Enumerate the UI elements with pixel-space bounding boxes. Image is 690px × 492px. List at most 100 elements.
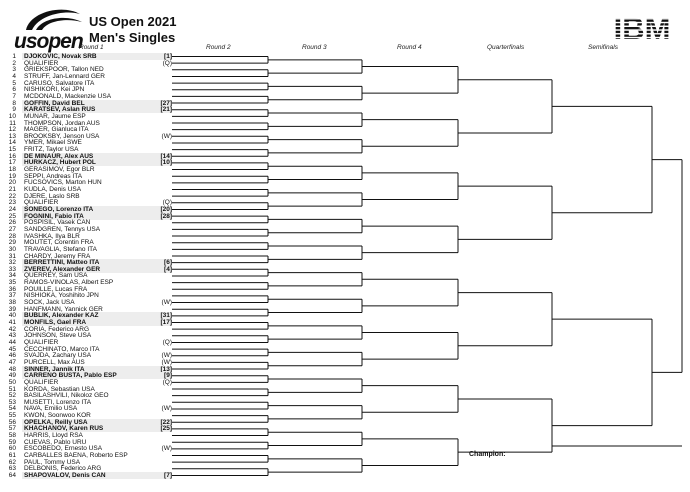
player-seed: [20]: [160, 205, 172, 213]
player-name: SOCK, Jack USA: [24, 299, 75, 307]
player-name: PURCELL, Max AUS: [24, 358, 85, 366]
player-name: FUCSOVICS, Marton HUN: [24, 179, 102, 187]
player-seed: (W): [161, 358, 172, 366]
draw-position: 17: [8, 159, 16, 167]
draw-position: 2: [12, 59, 16, 67]
seeded-row-highlight: [22, 99, 172, 107]
player-seed: (W): [161, 352, 172, 360]
player-name: NAVA, Emilio USA: [24, 405, 78, 413]
draw-position: 16: [8, 152, 16, 160]
draw-position: 50: [8, 378, 16, 386]
seeded-row-highlight: [22, 418, 172, 426]
draw-position: 18: [8, 166, 16, 174]
player-seed: [21]: [160, 106, 172, 114]
player-name: CARBALLES BAENA, Roberto ESP: [24, 452, 128, 459]
player-seed: [10]: [160, 159, 172, 167]
player-name: QUERREY, Sam USA: [24, 272, 88, 280]
round-header-qf: Quarterfinals: [487, 44, 525, 51]
player-name: JOHNSON, Steve USA: [24, 332, 92, 340]
player-name: HURKACZ, Hubert POL: [24, 159, 96, 167]
player-name: RAMOS-VINOLAS, Albert ESP: [24, 279, 114, 287]
event-title: US Open 2021: [89, 14, 177, 29]
player-name: SANDGREN, Tennys USA: [24, 225, 101, 233]
player-seed: [27]: [160, 99, 172, 107]
player-seed: [14]: [160, 152, 172, 160]
seeded-row-highlight: [22, 259, 172, 267]
seeded-row-highlight: [22, 471, 172, 479]
player-name: HARRIS, Lloyd RSA: [24, 432, 83, 440]
seeded-row-highlight: [22, 152, 172, 160]
player-name: IVASHKA, Ilya BLR: [24, 232, 80, 240]
player-name: HANFMANN, Yannick GER: [24, 305, 103, 313]
player-name: MOUTET, Corentin FRA: [24, 239, 94, 247]
player-name: CHARDY, Jeremy FRA: [24, 252, 91, 260]
player-name: CUEVAS, Pablo URU: [24, 438, 87, 446]
player-seed: [7]: [164, 471, 172, 479]
draw-position: 29: [8, 239, 16, 247]
player-seed: (Q): [162, 338, 172, 346]
round-header-3: Round 3: [302, 44, 327, 51]
player-name: SEPPI, Andreas ITA: [24, 172, 83, 180]
draw-position: 46: [8, 352, 16, 360]
draw-position: 6: [12, 86, 16, 94]
player-name: DE MINAUR, Alex AUS: [24, 152, 94, 160]
player-name: DJOKOVIC, Novak SRB: [24, 53, 97, 60]
draw-position: 55: [8, 412, 16, 420]
player-seed: [17]: [160, 319, 172, 326]
player-name: POUILLE, Lucas FRA: [24, 285, 88, 293]
draw-position: 57: [8, 425, 16, 433]
player-name: BROOKSBY, Jenson USA: [24, 132, 100, 140]
player-name: KARATSEV, Aslan RUS: [24, 106, 96, 114]
player-name: FRITZ, Taylor USA: [24, 146, 79, 154]
draw-position: 22: [8, 192, 16, 200]
player-name: NISHIOKA, Yoshihito JPN: [24, 292, 99, 300]
draw-title: Men's Singles: [89, 30, 176, 45]
draw-position: 20: [8, 179, 16, 187]
round-header-2: Round 2: [206, 44, 231, 51]
draw-position: 7: [12, 92, 16, 100]
draw-position: 62: [8, 458, 16, 466]
draw-position: 64: [8, 471, 16, 479]
player-name: GOFFIN, David BEL: [24, 99, 85, 107]
player-name: SHAPOVALOV, Denis CAN: [24, 471, 106, 479]
draw-position: 34: [8, 272, 16, 280]
seeded-row-highlight: [22, 365, 172, 373]
draw-position: 44: [8, 338, 16, 346]
seeded-row-highlight: [22, 372, 172, 380]
seeded-row-highlight: [22, 106, 172, 114]
player-name: MAGER, Gianluca ITA: [24, 126, 89, 134]
draw-position: 19: [8, 172, 16, 180]
draw-position: 36: [8, 285, 16, 293]
player-name: PAUL, Tommy USA: [24, 458, 81, 466]
player-name: STRUFF, Jan-Lennard GER: [24, 72, 105, 80]
draw-position: 26: [8, 219, 16, 227]
draw-position: 43: [8, 332, 16, 340]
player-name: MUSETTI, Lorenzo ITA: [24, 398, 92, 406]
player-name: KHACHANOV, Karen RUS: [24, 425, 104, 433]
player-seed: (Q): [162, 199, 172, 207]
draw-position: 59: [8, 438, 16, 446]
player-name: QUALIFIER: [24, 338, 59, 346]
player-name: KORDA, Sebastian USA: [24, 385, 95, 393]
draw-position: 49: [8, 372, 16, 380]
player-name: DELBONIS, Federico ARG: [24, 465, 102, 473]
player-name: YMER, Mikael SWE: [24, 139, 82, 147]
player-name: CARUSO, Salvatore ITA: [24, 79, 95, 87]
player-name: MCDONALD, Mackenzie USA: [24, 92, 112, 100]
draw-position: 52: [8, 392, 16, 400]
draw-position: 24: [8, 205, 16, 213]
player-name: QUALIFIER: [24, 199, 59, 207]
draw-position: 12: [8, 126, 16, 134]
player-seed: [25]: [160, 425, 172, 433]
seeded-row-highlight: [22, 312, 172, 320]
draw-position: 40: [8, 312, 16, 320]
player-name: GRIEKSPOOR, Tallon NED: [24, 66, 104, 74]
seeded-row-highlight: [22, 53, 172, 60]
round-header-sf: Semifinals: [588, 44, 618, 51]
draw-position: 58: [8, 432, 16, 440]
player-seed: (W): [161, 445, 172, 453]
player-seed: [28]: [160, 212, 172, 220]
draw-position: 5: [12, 79, 16, 87]
draw-position: 61: [8, 452, 16, 459]
round-header-1: Round 1: [79, 44, 104, 51]
